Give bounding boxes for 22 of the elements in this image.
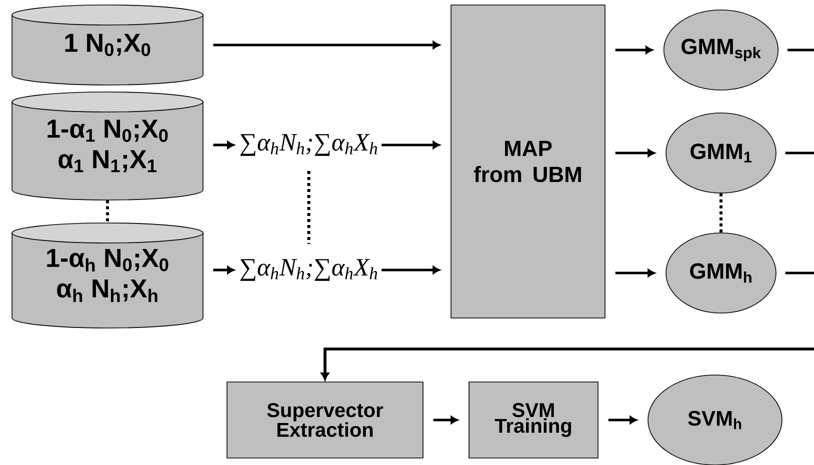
arrow: [382, 141, 440, 149]
arrow: [382, 266, 440, 274]
arrow: [213, 41, 440, 49]
arrow: [213, 141, 234, 149]
process-box: Supervector Extraction: [226, 382, 424, 458]
formula-text: ∑α$_{h}$N$_{h}$;∑α$_{h}$X$_{h}$: [240, 134, 378, 156]
formula-text: ∑α$_{h}$N$_{h}$;∑α$_{h}$X$_{h}$: [240, 259, 378, 281]
process-box: MAP from UBM: [450, 4, 606, 318]
arrow: [608, 416, 637, 424]
arrow: [615, 269, 655, 277]
dotted-line: [307, 171, 310, 244]
connector-arrow: [321, 272, 814, 380]
arrow: [615, 46, 653, 54]
dotted-line: [106, 200, 109, 223]
database-cylinder: 1-α$_{h}$ N$_{0}$;X$_{0}$ α$_{h}$ N$_{h}$;X$_{h}$: [12, 222, 204, 328]
process-box: SVM Training: [468, 382, 598, 458]
arrow: [615, 149, 655, 157]
arrow: [213, 266, 234, 274]
database-cylinder: 1-α$_{1}$ N$_{0}$;X$_{0}$ α$_{1}$ N$_{1}$;X$_{1}$: [12, 92, 204, 200]
dotted-line: [720, 193, 722, 233]
arrow: [433, 416, 458, 424]
database-cylinder: 1 N$_{0}$;X$_{0}$: [12, 4, 204, 86]
